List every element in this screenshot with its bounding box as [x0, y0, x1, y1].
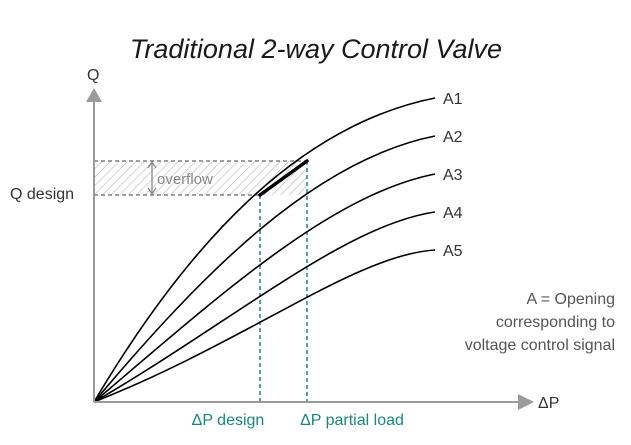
overflow-arrow [147, 160, 157, 196]
curve-label-a4: A4 [443, 205, 463, 222]
y-axis [86, 88, 102, 402]
dp-partial-label: ΔP partial load [300, 412, 404, 429]
operating-segment [258, 159, 309, 197]
curve-label-a5: A5 [443, 243, 463, 260]
overflow-label: overflow [157, 171, 213, 188]
curve-a4 [93, 211, 436, 403]
overflow-band [94, 161, 307, 195]
note-line-2: corresponding to [496, 314, 615, 331]
x-axis [94, 394, 534, 410]
curve-a5 [93, 249, 436, 403]
curve-label-a2: A2 [443, 129, 463, 146]
q-design-label: Q design [10, 186, 74, 203]
curve-a3 [93, 173, 436, 403]
curve-a2 [93, 135, 436, 403]
curve-label-a1: A1 [443, 91, 463, 108]
y-axis-label: Q [87, 67, 99, 84]
note-line-3: voltage control signal [465, 337, 615, 354]
curve-a1 [93, 97, 436, 403]
diagram-title: Traditional 2-way Control Valve [130, 34, 502, 64]
note-line-1: A = Opening [526, 291, 615, 308]
curve-label-a3: A3 [443, 167, 463, 184]
dp-design-label: ΔP design [192, 412, 265, 429]
x-axis-label: ΔP [538, 395, 559, 412]
